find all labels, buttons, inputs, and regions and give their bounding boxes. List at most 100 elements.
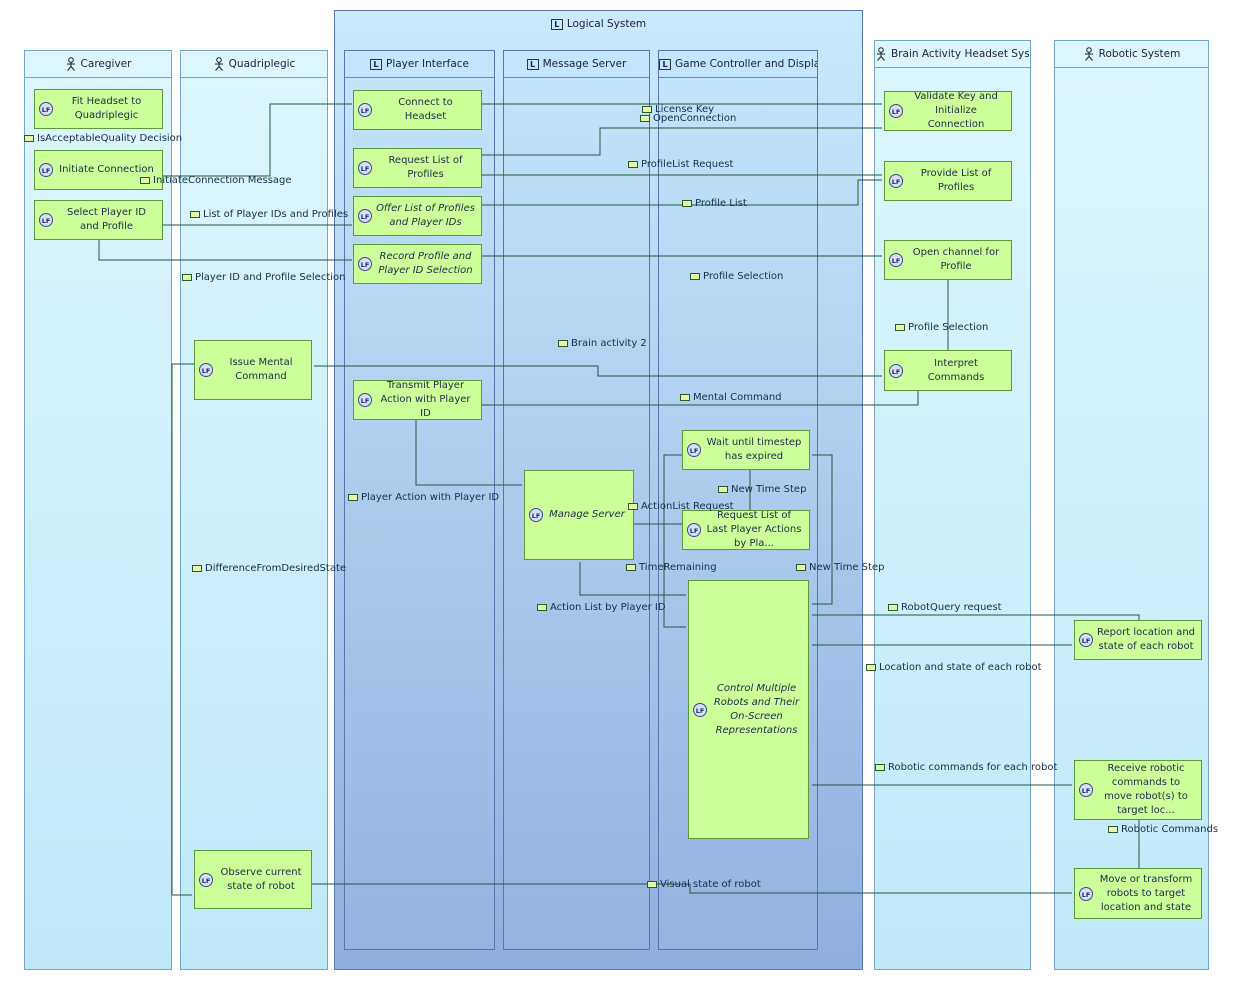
functional-exchange-icon: [558, 339, 568, 347]
logical-function-icon: LF: [889, 104, 903, 118]
functional-exchange-icon: [628, 502, 638, 510]
exchange-robot-query[interactable]: RobotQuery request: [888, 602, 1002, 613]
logical-component-icon: L: [659, 58, 671, 70]
actor-icon: [214, 57, 223, 71]
functional-exchange-icon: [718, 485, 728, 493]
logical-function-icon: LF: [1079, 783, 1093, 797]
logical-component-icon: L: [550, 18, 563, 30]
exchange-action-list-request[interactable]: ActionList Request: [628, 501, 734, 512]
logical-function-icon: LF: [1079, 633, 1093, 647]
exchange-profile-selection-1[interactable]: Profile Selection: [690, 271, 783, 282]
logical-function-icon: LF: [693, 702, 707, 717]
functional-exchange-icon: [680, 393, 690, 401]
exchange-visual-state[interactable]: Visual state of robot: [647, 879, 761, 890]
functional-exchange-icon: [537, 603, 547, 611]
actor-icon: [1084, 47, 1093, 61]
functional-exchange-icon: [190, 210, 200, 218]
logical-component-icon: L: [526, 58, 539, 70]
logical-function-icon: LF: [39, 213, 53, 227]
logical-function-icon: LF: [358, 209, 372, 223]
lane-title-player-interface: Player Interface: [385, 58, 470, 70]
logical-function-icon: LF: [889, 363, 903, 378]
exchange-license-key[interactable]: License Key: [642, 104, 714, 115]
lane-title-message-server: Message Server: [542, 58, 627, 70]
exchange-mental-command[interactable]: Mental Command: [680, 392, 782, 403]
exchange-new-time-step-1[interactable]: New Time Step: [718, 484, 806, 495]
functional-exchange-icon: [24, 134, 34, 142]
logical-function-icon: LF: [1079, 886, 1093, 901]
logical-function-icon: LF: [199, 872, 213, 887]
logical-function-icon: LF: [358, 257, 372, 271]
functional-exchange-icon: [642, 105, 652, 113]
exchange-brain-activity[interactable]: Brain activity 2: [558, 338, 647, 349]
exchange-action-list[interactable]: Action List by Player ID: [537, 602, 666, 613]
logical-function-icon: LF: [889, 174, 903, 188]
functional-exchange-icon: [875, 763, 885, 771]
functional-exchange-icon: [640, 114, 650, 122]
exchange-player-action[interactable]: Player Action with Player ID: [348, 492, 499, 503]
functional-exchange-icon: [895, 323, 905, 331]
logical-function-icon: LF: [199, 363, 213, 377]
functional-exchange-icon: [796, 563, 806, 571]
exchange-player-ids-profiles[interactable]: List of Player IDs and Profiles: [190, 209, 348, 220]
exchange-open-connection[interactable]: OpenConnection: [640, 113, 736, 124]
exchange-location-state[interactable]: Location and state of each robot: [866, 662, 1042, 673]
functional-exchange-icon: [348, 493, 358, 501]
lane-title-quadriplegic: Quadriplegic: [228, 58, 296, 70]
logical-function-icon: LF: [39, 102, 53, 116]
logical-function-icon: LF: [687, 523, 701, 537]
logical-function-icon: LF: [358, 161, 372, 175]
functional-exchange-icon: [866, 663, 876, 671]
logical-function-icon: LF: [687, 443, 701, 457]
exchange-robotic-commands[interactable]: Robotic Commands: [1108, 824, 1218, 835]
exchange-profile-list[interactable]: Profile List: [682, 198, 747, 209]
logical-component-icon: L: [369, 58, 382, 70]
actor-icon: [66, 57, 75, 71]
functional-exchange-icon: [628, 160, 638, 168]
logical-function-icon: LF: [889, 253, 903, 267]
exchange-difference[interactable]: DifferenceFromDesiredState: [192, 563, 346, 574]
lane-title-robotic-system: Robotic System: [1098, 48, 1181, 60]
actor-icon: [877, 47, 885, 61]
lane-title-caregiver: Caregiver: [80, 58, 132, 70]
functional-exchange-icon: [682, 199, 692, 207]
exchange-initiate-message[interactable]: InitiateConnection Message: [140, 175, 292, 186]
lane-title-logical-system: Logical System: [566, 18, 647, 30]
functional-exchange-icon: [647, 880, 657, 888]
exchange-time-remaining[interactable]: TimeRemaining: [626, 562, 717, 573]
exchange-new-time-step-2[interactable]: New Time Step: [796, 562, 884, 573]
logical-function-icon: LF: [529, 508, 543, 522]
logical-function-icon: LF: [39, 163, 53, 177]
exchange-profile-selection-2[interactable]: Profile Selection: [895, 322, 988, 333]
functional-exchange-icon: [690, 272, 700, 280]
functional-exchange-icon: [192, 564, 202, 572]
logical-function-icon: LF: [358, 103, 372, 117]
exchange-is-acceptable[interactable]: IsAcceptableQuality Decision: [24, 133, 182, 144]
exchange-robotic-commands-each[interactable]: Robotic commands for each robot: [875, 762, 1057, 773]
exchange-player-id-selection[interactable]: Player ID and Profile Selection: [182, 272, 345, 283]
functional-exchange-icon: [182, 273, 192, 281]
exchange-profile-list-request[interactable]: ProfileList Request: [628, 159, 733, 170]
functional-exchange-icon: [626, 563, 636, 571]
